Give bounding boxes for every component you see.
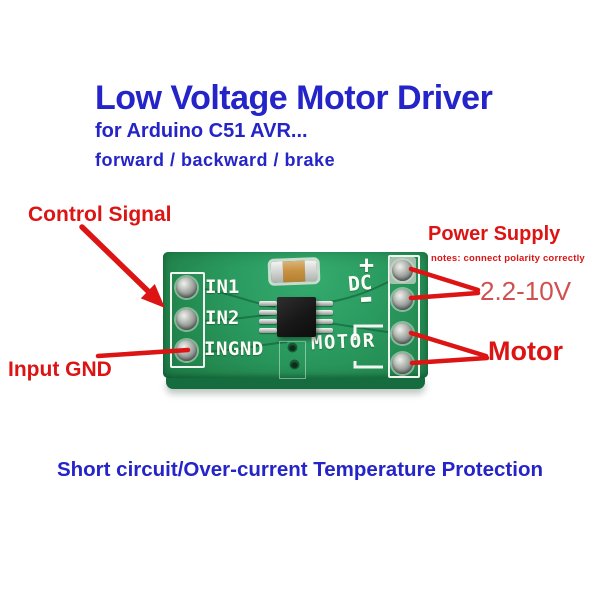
input-silkscreen-box <box>170 272 205 368</box>
via-hole <box>291 361 298 368</box>
pcb-board: IN1 IN2 INGND + DC - MOTOR <box>163 250 428 379</box>
callout-power-supply: Power Supply <box>428 223 561 245</box>
ic-pin <box>315 319 333 324</box>
capacitor-terminal <box>270 261 284 283</box>
callout-motor: Motor <box>488 336 563 366</box>
silkscreen-motor-label: MOTOR <box>310 329 377 355</box>
protection-note: Short circuit/Over-current Temperature P… <box>56 458 544 481</box>
control-signal-arrow-shaft <box>79 224 154 297</box>
silkscreen-dc-plus: + <box>359 250 375 279</box>
silkscreen-dc-minus: - <box>354 277 378 318</box>
page-subtitle: for Arduino C51 AVR... <box>95 120 308 142</box>
pad-motor-b <box>392 353 413 374</box>
callout-voltage-range: 2.2-10V <box>480 276 572 306</box>
via-hole <box>289 344 296 351</box>
smd-capacitor <box>270 260 318 283</box>
silkscreen-label-in1: IN1 <box>205 276 240 298</box>
callout-power-note: notes: connect polarity correctly <box>431 253 585 264</box>
ic-pin <box>315 301 333 306</box>
ic-pin <box>259 319 277 324</box>
motor-bracket-silkscreen <box>353 324 383 369</box>
capacitor-terminal <box>304 260 318 282</box>
ic-pin <box>315 310 333 315</box>
pad-in1 <box>176 277 197 298</box>
ic-pin <box>259 310 277 315</box>
pad-dc-minus <box>392 289 413 310</box>
callout-control-signal: Control Signal <box>28 203 172 226</box>
pad-motor-a <box>392 323 413 344</box>
pcb-side-edge <box>166 377 425 389</box>
via-silkscreen-box <box>279 341 306 379</box>
page-title: Low Voltage Motor Driver <box>95 79 493 117</box>
control-signal-arrowhead-icon <box>140 284 165 308</box>
ic-pin <box>259 301 277 306</box>
pad-ingnd <box>176 340 197 361</box>
capacitor-body <box>282 260 306 283</box>
pad-in2 <box>176 309 197 330</box>
ic-pin <box>259 328 277 333</box>
callout-input-gnd: Input GND <box>8 358 112 381</box>
driver-ic-chip <box>277 297 316 337</box>
silkscreen-label-in2: IN2 <box>205 307 240 329</box>
output-silkscreen-box <box>388 255 420 378</box>
pad-dc-plus <box>392 260 413 281</box>
ic-pin <box>315 328 333 333</box>
page-tagline: forward / backward / brake <box>95 150 336 170</box>
silkscreen-label-ingnd: INGND <box>204 338 264 360</box>
